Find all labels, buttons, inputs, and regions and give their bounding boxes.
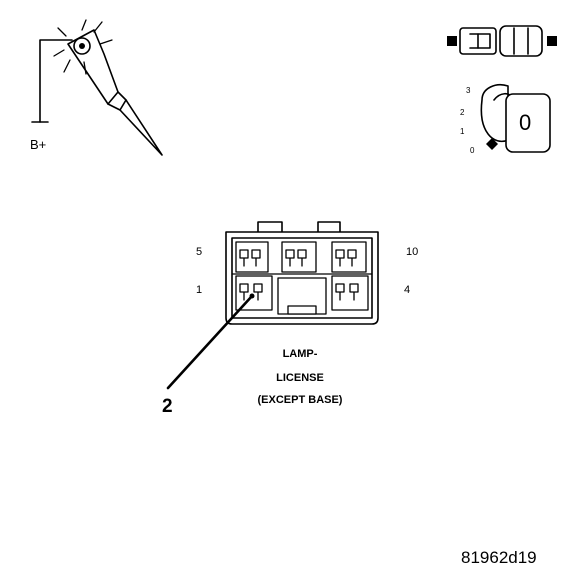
pin-label-bottom-right: 4 <box>404 284 411 296</box>
ignition-position-1: 1 <box>460 127 465 136</box>
pin-label-top-left: 5 <box>196 246 203 258</box>
ignition-key-icon <box>480 84 551 153</box>
callout-leader <box>166 293 255 390</box>
ignition-position-3: 3 <box>466 86 471 95</box>
ignition-key-label: 0 <box>519 110 532 135</box>
figure-id: 81962d19 <box>461 548 537 567</box>
connector-pair-icon <box>447 25 557 57</box>
ignition-position-2: 2 <box>460 108 465 117</box>
connector-face <box>225 221 379 325</box>
cavity-row-top <box>235 241 367 273</box>
connector-title-line-2: LICENSE <box>276 372 324 384</box>
callout-number: 2 <box>162 396 173 417</box>
cavity-row-bottom <box>235 275 369 315</box>
pin-label-bottom-left: 1 <box>196 284 203 296</box>
ignition-position-0: 0 <box>470 146 475 155</box>
connector-title-line-1: LAMP- <box>282 348 318 360</box>
supply-label: B+ <box>30 137 47 152</box>
pin-label-top-right: 10 <box>406 246 419 258</box>
connector-title-line-3: (EXCEPT BASE) <box>257 394 343 406</box>
test-light-icon <box>31 19 163 156</box>
